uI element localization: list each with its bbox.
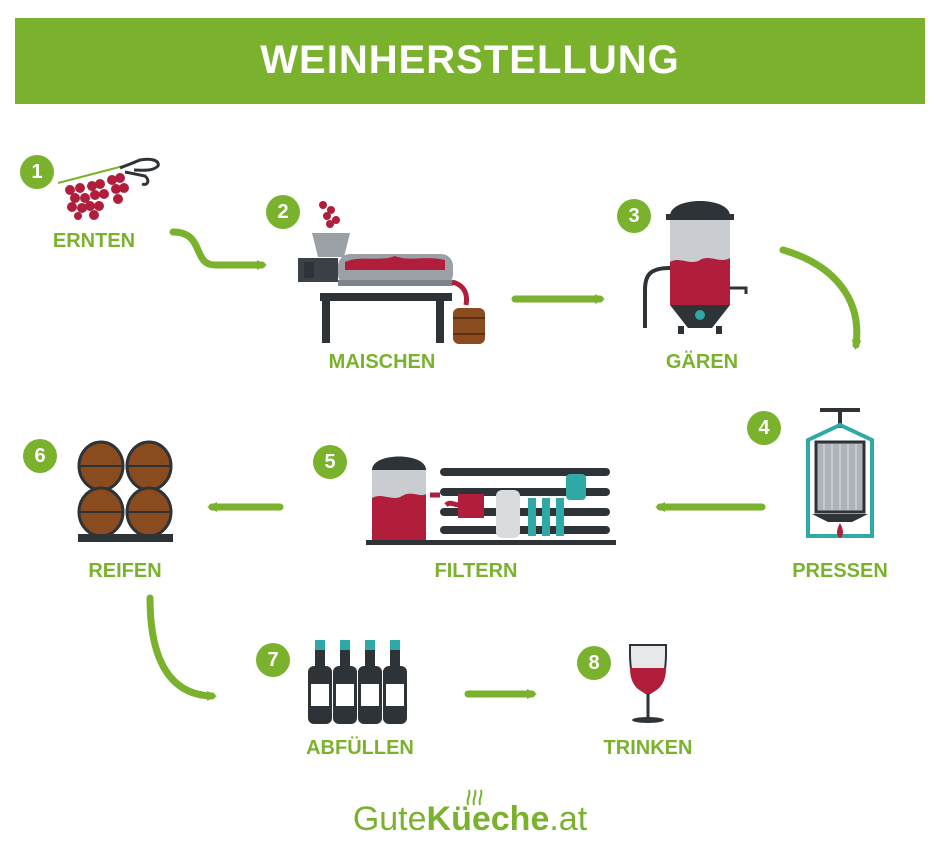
crusher-icon (298, 201, 485, 344)
press-icon (806, 408, 874, 538)
filter-system-icon (366, 456, 616, 545)
arrow-3-to-4 (779, 246, 862, 350)
logo-part-2: Küeche (426, 800, 550, 838)
step-8-badge: 8 (577, 646, 611, 680)
barrels-icon (77, 440, 173, 542)
step-2-badge: 2 (266, 195, 300, 229)
step-6-badge: 6 (23, 439, 57, 473)
page-title: WEINHERSTELLUNG (260, 38, 680, 82)
step-3-badge: 3 (617, 199, 651, 233)
arrow-1-to-2 (169, 228, 267, 270)
step-7-badge: 7 (256, 643, 290, 677)
brand-logo: GuteKüeche.at (0, 800, 940, 839)
step-3-label: GÄREN (665, 351, 739, 373)
step-2-label: MAISCHEN (328, 351, 436, 373)
logo-part-3: .at (549, 800, 588, 838)
step-1-label: ERNTEN (52, 230, 136, 252)
step-5-badge: 5 (313, 445, 347, 479)
shears-icon (119, 157, 160, 186)
step-7-label: ABFÜLLEN (306, 737, 414, 759)
grapes-icon (57, 162, 136, 220)
title-banner: WEINHERSTELLUNG (15, 18, 925, 104)
bottles-icon (308, 640, 407, 724)
wine-glass-icon (628, 644, 668, 723)
step-5-label: FILTERN (434, 560, 518, 582)
step-8-label: TRINKEN (603, 737, 693, 759)
logo-steam-icon (466, 789, 483, 806)
step-4-label: PRESSEN (792, 560, 888, 582)
step-4-badge: 4 (747, 411, 781, 445)
logo-part-1: Gute (352, 800, 427, 838)
arrow-6-to-7 (146, 594, 217, 701)
flow-arrows (146, 228, 862, 701)
step-1-badge: 1 (20, 155, 54, 189)
step-6-label: REIFEN (88, 560, 162, 582)
fermentation-tank-icon (643, 201, 748, 334)
